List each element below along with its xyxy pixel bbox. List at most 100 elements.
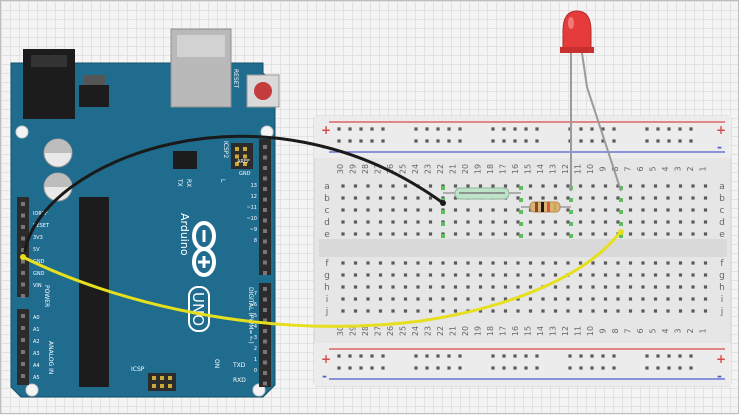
breadboard-hole[interactable] bbox=[466, 285, 470, 289]
breadboard-hole[interactable] bbox=[453, 184, 458, 188]
breadboard-hole[interactable] bbox=[378, 285, 383, 289]
breadboard-hole[interactable] bbox=[491, 232, 495, 236]
rail-hole[interactable] bbox=[502, 139, 506, 143]
yellow-wire[interactable] bbox=[21, 229, 623, 328]
breadboard-hole[interactable] bbox=[578, 196, 583, 200]
breadboard-hole[interactable] bbox=[391, 273, 395, 277]
breadboard-hole[interactable] bbox=[578, 220, 583, 224]
breadboard-hole[interactable] bbox=[653, 208, 658, 212]
rail-hole[interactable] bbox=[601, 354, 605, 358]
power-pin[interactable] bbox=[21, 282, 25, 287]
breadboard-hole[interactable] bbox=[491, 208, 495, 212]
analog-pin[interactable] bbox=[21, 326, 25, 330]
breadboard-hole[interactable] bbox=[353, 273, 358, 277]
rail-hole[interactable] bbox=[359, 354, 363, 358]
rail-hole[interactable] bbox=[667, 127, 671, 131]
breadboard-hole[interactable] bbox=[641, 232, 645, 236]
breadboard-hole[interactable] bbox=[428, 220, 433, 224]
digital-pin[interactable] bbox=[263, 229, 267, 233]
rail-hole[interactable] bbox=[458, 366, 462, 370]
breadboard-hole[interactable] bbox=[391, 208, 395, 212]
breadboard-hole[interactable] bbox=[628, 208, 633, 212]
digital-pin[interactable] bbox=[263, 166, 267, 170]
breadboard-hole[interactable] bbox=[416, 309, 420, 313]
breadboard-hole[interactable] bbox=[503, 220, 508, 224]
breadboard-hole[interactable] bbox=[591, 220, 595, 224]
breadboard-hole[interactable] bbox=[366, 273, 370, 277]
breadboard-hole[interactable] bbox=[391, 220, 395, 224]
breadboard-hole[interactable] bbox=[428, 273, 433, 277]
breadboard-hole[interactable] bbox=[428, 285, 433, 289]
rail-hole[interactable] bbox=[491, 366, 495, 370]
rail-hole[interactable] bbox=[425, 127, 429, 131]
resistor[interactable] bbox=[521, 201, 571, 213]
rail-hole[interactable] bbox=[458, 127, 462, 131]
rail-hole[interactable] bbox=[502, 354, 506, 358]
breadboard-hole[interactable] bbox=[428, 196, 433, 200]
breadboard-hole[interactable] bbox=[603, 285, 608, 289]
rail-hole[interactable] bbox=[612, 354, 616, 358]
breadboard-hole[interactable] bbox=[428, 232, 433, 236]
breadboard-hole[interactable] bbox=[678, 184, 683, 188]
rail-hole[interactable] bbox=[348, 366, 352, 370]
breadboard-hole[interactable] bbox=[491, 184, 495, 188]
rail-hole[interactable] bbox=[425, 139, 429, 143]
rail-hole[interactable] bbox=[645, 139, 649, 143]
breadboard-hole[interactable] bbox=[416, 297, 420, 301]
rail-hole[interactable] bbox=[458, 139, 462, 143]
breadboard-hole[interactable] bbox=[391, 297, 395, 301]
breadboard-hole[interactable] bbox=[478, 297, 483, 301]
analog-pin[interactable] bbox=[21, 362, 25, 366]
breadboard-hole[interactable] bbox=[653, 220, 658, 224]
black-wire[interactable] bbox=[23, 134, 445, 253]
breadboard-hole[interactable] bbox=[703, 184, 708, 188]
breadboard-hole[interactable] bbox=[603, 196, 608, 200]
digital-pin[interactable] bbox=[263, 381, 267, 386]
breadboard-hole[interactable] bbox=[666, 232, 670, 236]
breadboard-hole[interactable] bbox=[516, 208, 520, 212]
breadboard-hole[interactable] bbox=[616, 309, 620, 313]
breadboard-hole[interactable] bbox=[353, 309, 358, 313]
breadboard-hole[interactable] bbox=[416, 196, 420, 200]
breadboard-hole[interactable] bbox=[428, 208, 433, 212]
rail-hole[interactable] bbox=[645, 354, 649, 358]
breadboard-hole[interactable] bbox=[553, 273, 558, 277]
breadboard-hole[interactable] bbox=[503, 297, 508, 301]
breadboard-hole[interactable] bbox=[603, 220, 608, 224]
analog-pin[interactable] bbox=[21, 314, 25, 318]
breadboard-hole[interactable] bbox=[678, 285, 683, 289]
rail-hole[interactable] bbox=[678, 366, 682, 370]
breadboard-hole[interactable] bbox=[691, 285, 695, 289]
rail-hole[interactable] bbox=[447, 354, 451, 358]
breadboard-hole[interactable] bbox=[641, 196, 645, 200]
breadboard-hole[interactable] bbox=[341, 285, 345, 289]
rail-hole[interactable] bbox=[590, 127, 594, 131]
breadboard-hole[interactable] bbox=[691, 196, 695, 200]
breadboard-hole[interactable] bbox=[541, 196, 545, 200]
breadboard-hole[interactable] bbox=[553, 297, 558, 301]
breadboard-hole[interactable] bbox=[541, 232, 545, 236]
breadboard-hole[interactable] bbox=[628, 232, 633, 236]
rail-hole[interactable] bbox=[568, 366, 572, 370]
breadboard-hole[interactable] bbox=[391, 285, 395, 289]
breadboard-hole[interactable] bbox=[666, 208, 670, 212]
breadboard-hole[interactable] bbox=[666, 297, 670, 301]
breadboard-hole[interactable] bbox=[353, 184, 358, 188]
breadboard-hole[interactable] bbox=[603, 208, 608, 212]
rail-hole[interactable] bbox=[535, 354, 539, 358]
breadboard-hole[interactable] bbox=[466, 184, 470, 188]
breadboard-hole[interactable] bbox=[478, 232, 483, 236]
power-pin[interactable] bbox=[21, 213, 25, 218]
breadboard-hole[interactable] bbox=[703, 220, 708, 224]
breadboard-hole[interactable] bbox=[541, 184, 545, 188]
digital-pin[interactable] bbox=[263, 155, 267, 160]
rail-hole[interactable] bbox=[337, 354, 341, 358]
breadboard-hole[interactable] bbox=[453, 196, 458, 200]
breadboard-hole[interactable] bbox=[591, 232, 595, 236]
breadboard-hole[interactable] bbox=[491, 285, 495, 289]
rail-hole[interactable] bbox=[678, 127, 682, 131]
breadboard-hole[interactable] bbox=[453, 273, 458, 277]
breadboard-hole[interactable] bbox=[653, 309, 658, 313]
rail-hole[interactable] bbox=[513, 366, 517, 370]
breadboard-hole[interactable] bbox=[441, 297, 445, 301]
